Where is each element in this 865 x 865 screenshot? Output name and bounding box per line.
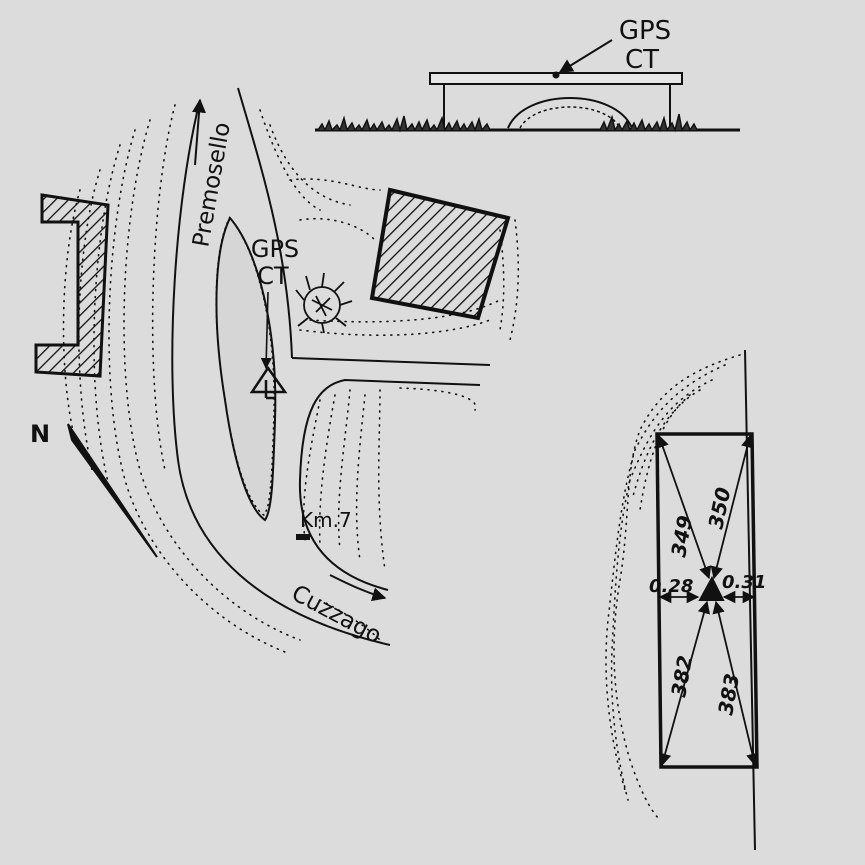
building-west — [34, 193, 110, 378]
grass-tufts — [317, 113, 698, 133]
direction-arrow-north — [192, 98, 207, 166]
milestone-stone — [296, 534, 310, 540]
traffic-island — [215, 216, 277, 522]
elevation-view: GPS CT — [315, 16, 740, 133]
side-road-edge-north — [291, 357, 491, 366]
building-east — [369, 187, 511, 321]
side-road-edge-south — [298, 378, 481, 591]
direction-arrow-south — [329, 574, 387, 602]
gps-pointer-plan — [260, 291, 272, 370]
measurement-031: 0.31 — [722, 572, 766, 593]
measurement-028: 0.28 — [649, 576, 693, 597]
gps-label-plan: GPS — [251, 235, 299, 263]
ct-label-plan: CT — [257, 262, 289, 290]
gps-marker-triangle — [249, 365, 288, 394]
gps-point-triangle — [698, 575, 725, 601]
distance-arrow-383 — [712, 600, 759, 767]
milestone-label: Km.7 — [300, 508, 352, 532]
stipple-roadside — [605, 354, 741, 821]
gps-point-elevation — [552, 71, 560, 79]
gps-pointer-elevation — [558, 39, 613, 73]
gps-label-elevation: GPS — [619, 16, 671, 46]
ct-label-elevation: CT — [625, 45, 659, 75]
road-edge-west — [171, 99, 391, 646]
distance-arrow-382 — [658, 600, 711, 767]
road-edge-east-north — [237, 87, 293, 359]
measurement-diagram: 349 350 0.28 0.31 382 383 — [605, 349, 766, 851]
distance-arrow-349 — [656, 434, 712, 580]
arch-bridge — [507, 97, 633, 129]
north-arrow-icon — [67, 423, 158, 558]
distance-arrow-350 — [710, 434, 754, 580]
north-symbol: N — [30, 420, 50, 448]
bush — [295, 272, 353, 334]
